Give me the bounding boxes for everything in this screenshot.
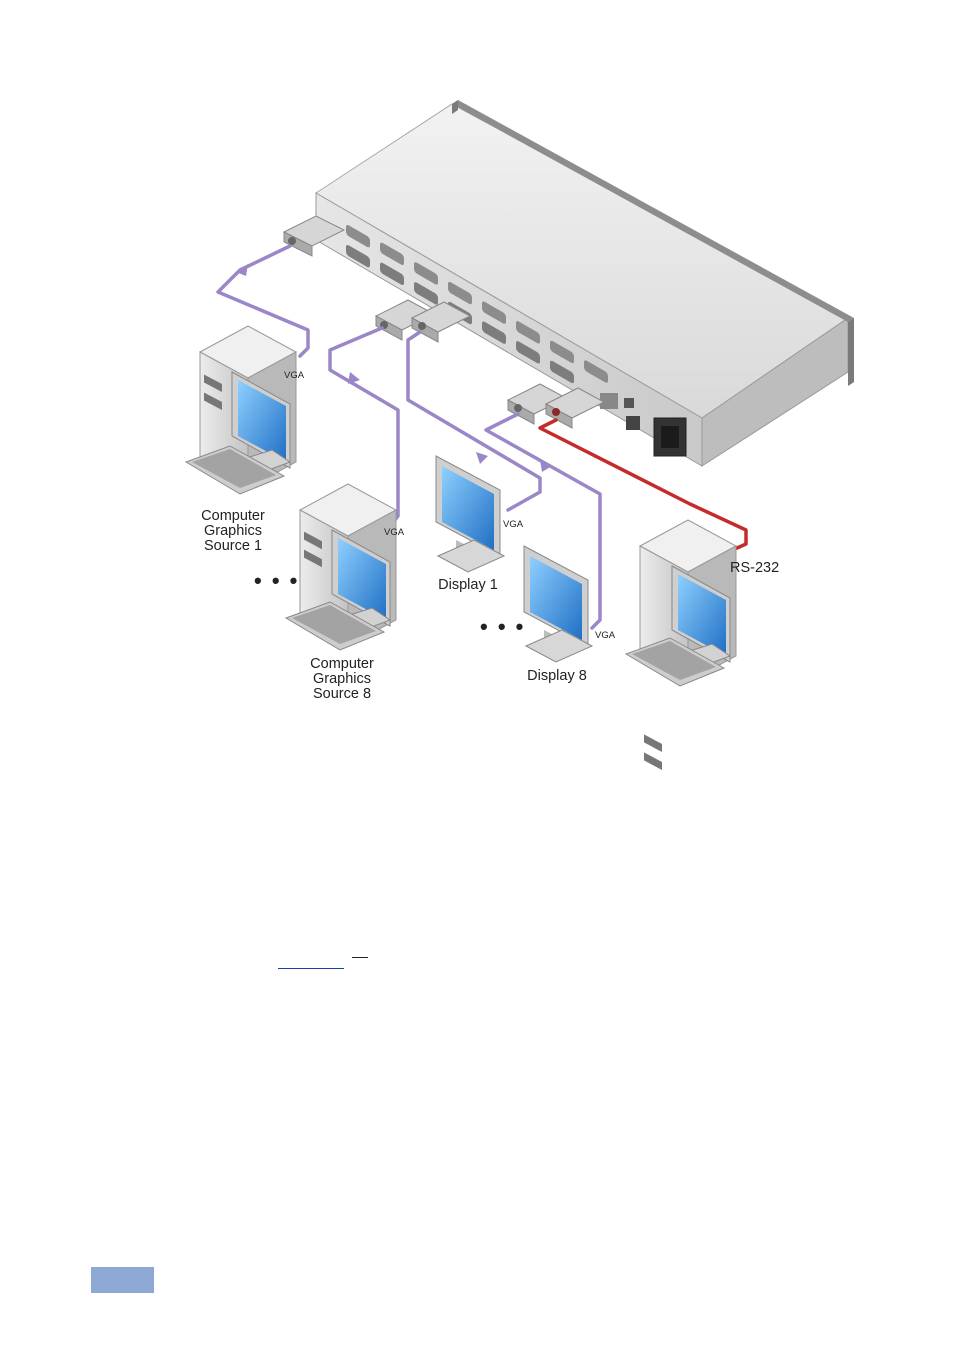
display-8-monitor <box>523 545 594 663</box>
dip-switch <box>600 393 618 409</box>
display-1-monitor <box>435 455 506 573</box>
ellipsis-displays: • • • <box>480 614 525 639</box>
rs232-port <box>624 398 634 408</box>
computer-source-8 <box>284 483 398 651</box>
input-connectors <box>346 225 608 383</box>
vga-cable-display1 <box>406 330 542 512</box>
computer-source-1 <box>184 325 298 495</box>
vga-cable-display8 <box>484 412 602 630</box>
source1-label-line1: Computer <box>201 508 265 524</box>
vga-label-display8: VGA <box>595 630 616 641</box>
display1-label: Display 1 <box>438 577 498 593</box>
vga-cable-source1 <box>216 244 310 358</box>
vga-label-source1: VGA <box>284 370 305 381</box>
arrow-source8 <box>348 372 360 384</box>
ellipsis-sources: • • • <box>254 568 299 593</box>
arrow-display1 <box>476 452 488 464</box>
vga-label-display1: VGA <box>503 519 524 530</box>
hyperlink-underline[interactable] <box>278 946 344 969</box>
source8-label-line3: Source 8 <box>313 686 371 702</box>
source8-label-line1: Computer <box>310 656 374 672</box>
plug-rs232 <box>544 387 606 429</box>
arrow-display8 <box>540 460 552 472</box>
vga-label-source8: VGA <box>384 527 405 538</box>
rs232-cable <box>538 418 748 554</box>
source1-label-line3: Source 1 <box>204 538 262 554</box>
text-underline-fragment <box>352 946 368 958</box>
plug-source1 <box>282 215 346 257</box>
source1-label-line2: Graphics <box>204 523 262 539</box>
display8-label: Display 8 <box>527 668 587 684</box>
vga-cable-source8 <box>328 326 400 526</box>
page-number-box <box>91 1267 154 1293</box>
matrix-switcher-unit <box>315 100 854 467</box>
arrow-source1 <box>236 264 248 276</box>
power-switch <box>626 416 640 430</box>
controller-computer <box>624 519 738 770</box>
source8-label-line2: Graphics <box>313 671 371 687</box>
rs232-label: RS-232 <box>730 560 779 576</box>
plug-display1 <box>410 301 472 343</box>
